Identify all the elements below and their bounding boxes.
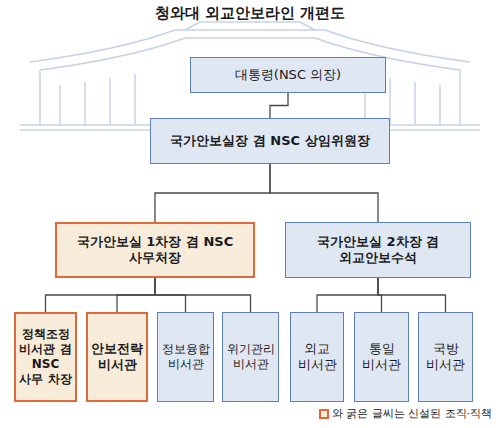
org-connector: [378, 278, 446, 312]
chief-box: 국가안보실장 겸 NSC 상임위원장: [150, 118, 390, 164]
org-connector: [270, 93, 288, 118]
box-label: 대통령(NSC 의장): [235, 67, 341, 83]
box-label: 외교 비서관: [294, 341, 340, 372]
secretary-box: 외교 비서관: [290, 312, 344, 402]
secretary-box: 위기관리 비서관: [222, 312, 279, 402]
box-label: 안보전략 비서관: [91, 341, 143, 372]
secretary-box: 안보전략 비서관: [86, 312, 148, 402]
org-connector: [155, 278, 251, 312]
org-connector: [46, 278, 156, 312]
deputy-box: 국가안보실 2차장 겸 외교안보수석: [285, 222, 471, 278]
box-label: 통일 비서관: [358, 341, 405, 372]
diagram-title: 청와대 외교안보라인 개편도: [0, 4, 500, 23]
deputy-box: 국가안보실 1차장 겸 NSC 사무처장: [55, 222, 255, 278]
box-label: 국가안보실장 겸 NSC 상임위원장: [170, 133, 369, 149]
legend-swatch: [319, 409, 329, 419]
org-connector: [117, 278, 155, 312]
box-label: 국가안보실 1차장 겸 NSC 사무처장: [60, 234, 250, 267]
legend-row: 와 굵은 글씨는 신설된 조직·직책: [319, 407, 492, 421]
secretary-box: 통일 비서관: [354, 312, 409, 402]
secretary-box: 정책조정 비서관 겸 NSC 사무 차장: [14, 312, 77, 402]
box-label: 정책조정 비서관 겸 NSC 사무 차장: [19, 327, 72, 387]
secretary-box: 국방 비서관: [418, 312, 473, 402]
org-connector: [155, 164, 270, 222]
box-label: 위기관리 비서관: [226, 342, 275, 373]
box-label: 국방 비서관: [422, 341, 469, 372]
box-label: 정보융합 비서관: [161, 342, 210, 373]
box-label: 국가안보실 2차장 겸 외교안보수석: [289, 234, 467, 267]
president-box: 대통령(NSC 의장): [190, 57, 386, 93]
secretary-box: 정보융합 비서관: [157, 312, 214, 402]
org-connector: [317, 278, 378, 312]
legend-label: 와 굵은 글씨는 신설된 조직·직책: [332, 407, 492, 421]
org-connector: [270, 164, 378, 222]
